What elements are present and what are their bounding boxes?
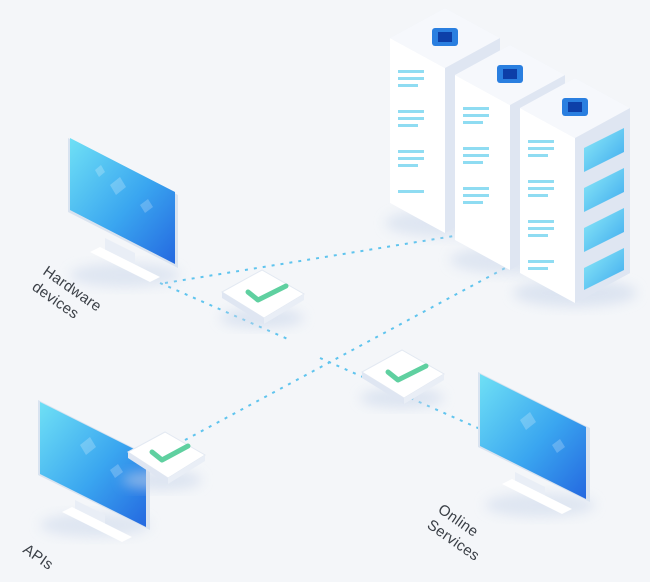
check-tile-apis-icon (122, 431, 206, 490)
check-tile-hardware-icon (220, 269, 305, 328)
monitor-online-services-icon (478, 372, 595, 517)
server-rack-front (513, 78, 637, 307)
connector-apis (184, 259, 521, 441)
connector-hardware (164, 234, 461, 284)
server-rack-back (385, 8, 505, 237)
connector-hardware-cross (159, 282, 291, 341)
monitor-hardware-icon (68, 138, 180, 287)
server-rack-icon (385, 8, 637, 307)
check-tile-online-icon (360, 349, 445, 408)
monitor-apis-icon (38, 400, 150, 542)
